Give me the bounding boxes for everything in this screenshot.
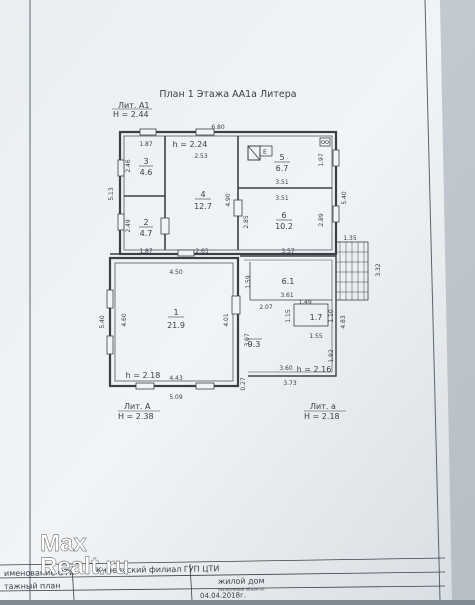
dim-351b: 3.51	[275, 195, 289, 202]
room-6-number: 6	[281, 211, 286, 220]
dim-187b: 1.87	[139, 248, 153, 255]
litera-a1-height: Н = 2.44	[113, 110, 149, 119]
dim-149: 1.49	[298, 299, 312, 306]
dim-246: 2.46	[125, 159, 132, 173]
watermark: Max Realt.ru	[40, 530, 130, 580]
dim-285: 2.85	[243, 215, 250, 229]
dim-253: 2.53	[194, 153, 208, 160]
svg-text:Е: Е	[263, 149, 267, 156]
room-6-area: 10.2	[275, 222, 293, 231]
stamp-row2-sub: (назначение объекта)	[218, 586, 265, 592]
dim-490: 4.90	[225, 193, 232, 207]
paper-shadow	[440, 0, 475, 600]
room-4-height: h = 2.24	[173, 140, 208, 149]
dim-159: 1.59	[245, 275, 252, 289]
dim-207: 2.07	[259, 304, 273, 311]
title-stamp	[0, 557, 446, 601]
closet	[293, 303, 329, 327]
dim-187a: 1.87	[139, 141, 153, 148]
room-4-area: 12.7	[194, 202, 212, 211]
dim-265: 2.65	[195, 248, 209, 255]
dim-483: 4.83	[340, 315, 347, 329]
walls	[108, 130, 369, 388]
wall-veranda	[240, 255, 337, 377]
dimension-labels: 6.80 1.87 2.53 1.87 2.65 3.57 3.51 3.51 …	[99, 124, 382, 401]
dim-401: 4.01	[223, 313, 230, 327]
dim-357: 3.57	[281, 248, 295, 255]
dim-115: 1.15	[285, 309, 292, 323]
dim-509: 5.09	[169, 394, 183, 401]
dim-443: 4.43	[169, 375, 183, 382]
dim-332: 3.32	[375, 263, 382, 277]
dim-249: 2.49	[125, 219, 132, 233]
dim-110: 1.10	[328, 309, 335, 323]
dim-540l: 5.40	[99, 315, 106, 329]
room-8-area: 9.3	[248, 340, 261, 349]
room-7-area: 1.7	[310, 313, 323, 322]
stamp-row2-left: тажный план	[4, 581, 61, 591]
dim-027: 0.27	[240, 377, 247, 391]
dim-450: 4.50	[169, 269, 183, 276]
litera-A-height: Н = 2.38	[118, 412, 154, 421]
litera-a1-label: Лит. А1	[118, 101, 150, 110]
dim-top-total: 6.80	[211, 124, 225, 131]
doors	[160, 199, 243, 315]
stamp-row1-left: именование ОТИ	[4, 568, 75, 578]
litera-a-height: Н = 2.18	[304, 412, 340, 421]
room-3-area: 4.6	[140, 168, 153, 177]
stamp-row1-right: Кинельский филиал ГУП ЦТИ	[96, 564, 219, 575]
room-1-height: h = 2.18	[126, 371, 161, 380]
stamp-row2-right: жилой дом	[218, 576, 265, 586]
dim-155: 1.55	[309, 333, 323, 340]
room-2-area: 4.7	[140, 229, 153, 238]
plan-title: План 1 Этажа АА1а Литера	[159, 89, 296, 100]
room-5-number: 5	[279, 153, 284, 162]
stamp-date: 04.04.2018г.	[200, 591, 246, 600]
dim-289: 2.89	[318, 213, 325, 227]
dim-460: 4.60	[121, 313, 128, 327]
wall-room-1	[108, 256, 240, 388]
room-1-area: 21.9	[167, 321, 185, 330]
dim-192: 1.92	[328, 349, 335, 363]
sheet-frame-right	[424, 0, 441, 601]
room-5-area: 6.7	[276, 164, 289, 173]
room-labels: 3 4.6 2 4.7 h = 2.24 4 12.7 5 6.7 6 10.2…	[126, 140, 332, 380]
room-1-number: 1	[173, 308, 178, 317]
dim-197: 1.97	[318, 153, 325, 167]
dim-361: 3.61	[280, 292, 294, 299]
dim-360: 3.60	[279, 365, 293, 372]
dim-540r: 5.40	[341, 191, 348, 205]
dim-373: 3.73	[283, 380, 297, 387]
dim-513: 5.13	[108, 187, 115, 201]
room-2-number: 2	[143, 218, 148, 227]
dim-307: 3.07	[244, 333, 251, 347]
room-4-number: 4	[200, 190, 205, 199]
room-61-number: 6.1	[282, 277, 295, 286]
litera-A-label: Лит. А	[124, 402, 151, 411]
litera-a-label: Лит. а	[310, 402, 336, 411]
windows	[106, 128, 340, 390]
room-3-number: 3	[143, 157, 148, 166]
sink-icon: Е	[259, 145, 273, 157]
room-8-height: h = 2.16	[297, 365, 332, 374]
gas-boiler-icon	[319, 137, 331, 147]
dim-135: 1.35	[343, 235, 357, 242]
watermark-line2: Realt.ru	[40, 553, 129, 580]
watermark-line1: Max	[40, 530, 87, 557]
dim-351a: 3.51	[275, 179, 289, 186]
